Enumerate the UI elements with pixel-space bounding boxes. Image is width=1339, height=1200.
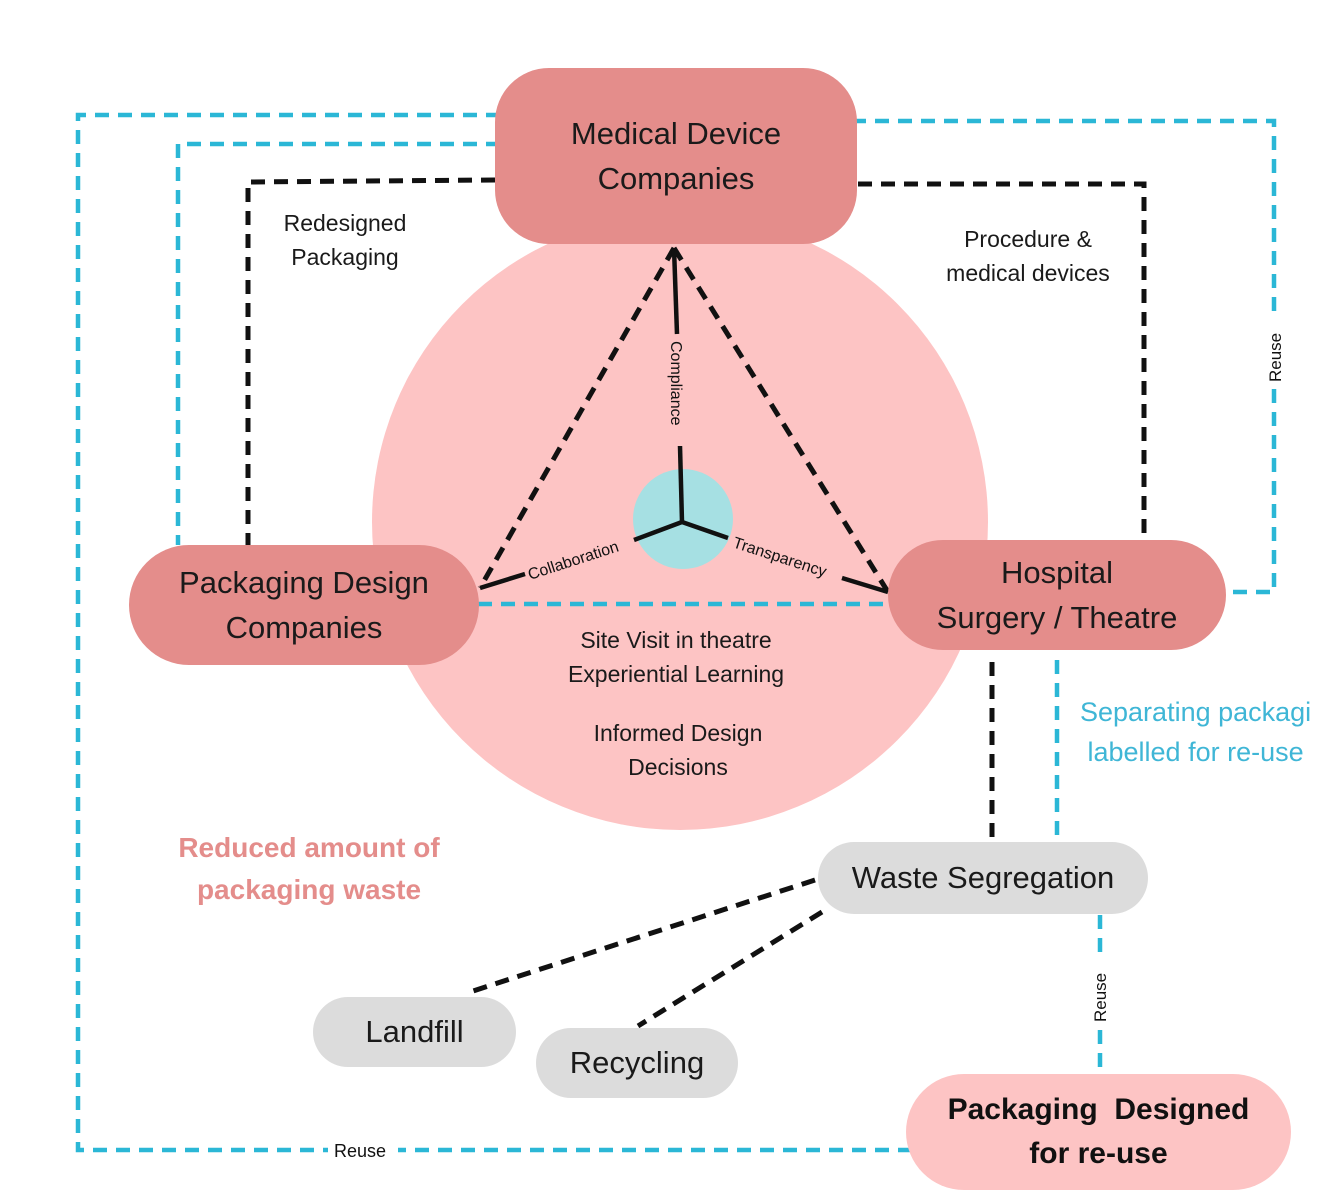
hospital-node: Hospital Surgery / Theatre: [888, 540, 1226, 650]
separating-label: Separating packagi labelled for re-use: [1080, 692, 1339, 772]
reuse-bottom-label: Reuse: [334, 1141, 386, 1161]
separating-line-1: Separating packagi: [1080, 697, 1312, 727]
reuse-mid-label: Reuse: [1091, 973, 1110, 1022]
landfill-node: Landfill: [313, 997, 516, 1067]
medical-device-line-1: Medical Device: [570, 116, 782, 151]
packaging-reuse-line-1: Packaging Designed: [947, 1093, 1250, 1126]
redesigned-line-1: Redesigned: [283, 210, 407, 236]
compliance-spoke-upper: [671, 247, 680, 335]
packaging-designed-for-reuse-node: Packaging Designed for re-use: [906, 1074, 1291, 1190]
hospital-line-1: Hospital: [1000, 555, 1113, 590]
compliance-spoke-lower: [677, 445, 685, 523]
site-visit-line-1: Site Visit in theatre: [580, 627, 772, 653]
procedure-line-1: Procedure &: [964, 226, 1092, 252]
informed-design-label: Informed Design Decisions: [548, 716, 808, 784]
reduced-waste-label: Reduced amount of packaging waste: [148, 827, 470, 911]
reuse-right-label: Reuse: [1266, 333, 1285, 382]
reduced-line-2: packaging waste: [196, 874, 422, 905]
reuse-outer-loop: [75, 112, 910, 1153]
triangle-left-edge: [477, 246, 677, 590]
landfill-label: Landfill: [365, 1014, 464, 1049]
hospital-line-2: Surgery / Theatre: [936, 600, 1178, 635]
collaboration-spoke-outer: [479, 571, 526, 591]
procedure-devices-label: Procedure & medical devices: [918, 222, 1138, 290]
recycling-label: Recycling: [569, 1045, 705, 1080]
procedure-devices-line: [858, 181, 1147, 540]
recycling-node: Recycling: [536, 1028, 738, 1098]
medical-device-companies-node: Medical Device Companies: [495, 68, 857, 244]
informed-line-1: Informed Design: [593, 720, 763, 746]
compliance-label: Compliance: [667, 341, 684, 426]
redesigned-packaging-line: [245, 177, 496, 545]
medical-device-line-2: Companies: [597, 161, 755, 196]
site-visit-line-2: Experiential Learning: [567, 661, 785, 687]
transparency-spoke-outer: [841, 575, 889, 595]
segregation-recycling-line: [636, 909, 824, 1029]
transparency-spoke: [681, 519, 729, 541]
packaging-reuse-line-2: for re-use: [1029, 1137, 1168, 1170]
packaging-design-line-1: Packaging Design: [179, 565, 429, 600]
informed-line-2: Decisions: [628, 754, 728, 780]
packaging-design-companies-node: Packaging Design Companies: [129, 545, 479, 665]
collaboration-spoke: [633, 519, 683, 543]
segregation-landfill-line: [469, 877, 816, 995]
packaging-design-line-2: Companies: [225, 610, 383, 645]
reduced-line-1: Reduced amount of: [178, 832, 440, 863]
procedure-line-2: medical devices: [946, 260, 1110, 286]
site-visit-label: Site Visit in theatre Experiential Learn…: [536, 623, 816, 691]
redesigned-packaging-label: Redesigned Packaging: [255, 206, 435, 274]
redesigned-line-2: Packaging: [291, 244, 399, 270]
separating-line-2: labelled for re-use: [1080, 737, 1304, 767]
reuse-inner-line: [175, 141, 500, 545]
waste-segregation-label: Waste Segregation: [851, 860, 1115, 895]
waste-segregation-node: Waste Segregation: [818, 842, 1148, 914]
